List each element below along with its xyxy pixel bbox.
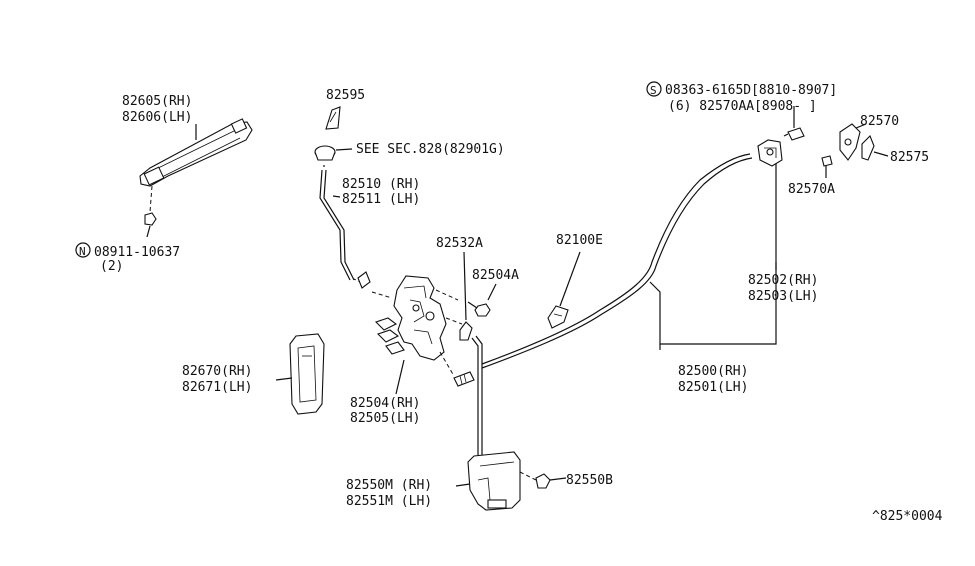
label-82551m-lh: 82551M (LH) [346, 494, 432, 509]
label-82606-lh: 82606(LH) [122, 110, 192, 125]
clip-82100e [547, 251, 581, 329]
screw-82570aa [783, 106, 805, 141]
lever-82575 [861, 135, 889, 161]
label-82502-rh: 82502(RH) [748, 273, 818, 288]
label-82670-rh: 82670(RH) [182, 364, 252, 379]
s-circle-symbol: S [646, 81, 662, 97]
lock-screw-82504 [453, 371, 475, 387]
label-82532a: 82532A [436, 236, 483, 251]
label-82505-lh: 82505(LH) [350, 411, 420, 426]
bracket-82570 [839, 123, 867, 161]
rod-clip-82595 [325, 106, 341, 130]
label-82550m-rh: 82550M (RH) [346, 478, 432, 493]
label-82550b: 82550B [566, 473, 613, 488]
lock-cable [481, 153, 753, 369]
label-82570a: 82570A [788, 182, 835, 197]
label-82595: 82595 [326, 88, 365, 103]
label-82503-lh: 82503(LH) [748, 289, 818, 304]
cable-bracket-82500 [649, 160, 777, 350]
label-82575: 82575 [890, 150, 929, 165]
bolt-82570a [821, 155, 833, 178]
label-82100e: 82100E [556, 233, 603, 248]
lock-rod [319, 165, 355, 281]
diagram-reference-code: ^825*0004 [872, 509, 943, 524]
svg-text:S: S [650, 84, 657, 97]
label-nut-qty: (2) [100, 259, 123, 274]
screw-82504a [467, 283, 497, 317]
label-82501-lh: 82501(LH) [678, 380, 748, 395]
rod-clip-small [357, 271, 371, 289]
label-82511-lh: 82511 (LH) [342, 192, 420, 207]
upper-latch [757, 139, 783, 167]
n-circle-symbol: N [75, 242, 91, 258]
handle-nut [144, 212, 157, 238]
inside-handle [275, 333, 325, 415]
label-82500-rh: 82500(RH) [678, 364, 748, 379]
label-08911-10637: 08911-10637 [94, 245, 180, 260]
door-lock-assembly [374, 275, 447, 361]
label-see-sec-828: SEE SEC.828(82901G) [356, 142, 505, 157]
label-82671-lh: 82671(LH) [182, 380, 252, 395]
screw-82550b [535, 473, 567, 489]
actuator-rod [471, 335, 483, 458]
door-lock-actuator [455, 451, 521, 511]
label-82570: 82570 [860, 114, 899, 129]
outside-handle [139, 118, 253, 187]
lock-knob [314, 145, 353, 161]
label-82504a: 82504A [472, 268, 519, 283]
svg-text:N: N [79, 245, 86, 258]
label-08363-6165d: 08363-6165D[8810-8907] [665, 83, 837, 98]
label-82605-rh: 82605(RH) [122, 94, 192, 109]
label-82570aa: (6) 82570AA[8908- ] [668, 99, 817, 114]
label-82510-rh: 82510 (RH) [342, 177, 420, 192]
label-82504-rh: 82504(RH) [350, 396, 420, 411]
clip-82532a [459, 251, 473, 341]
